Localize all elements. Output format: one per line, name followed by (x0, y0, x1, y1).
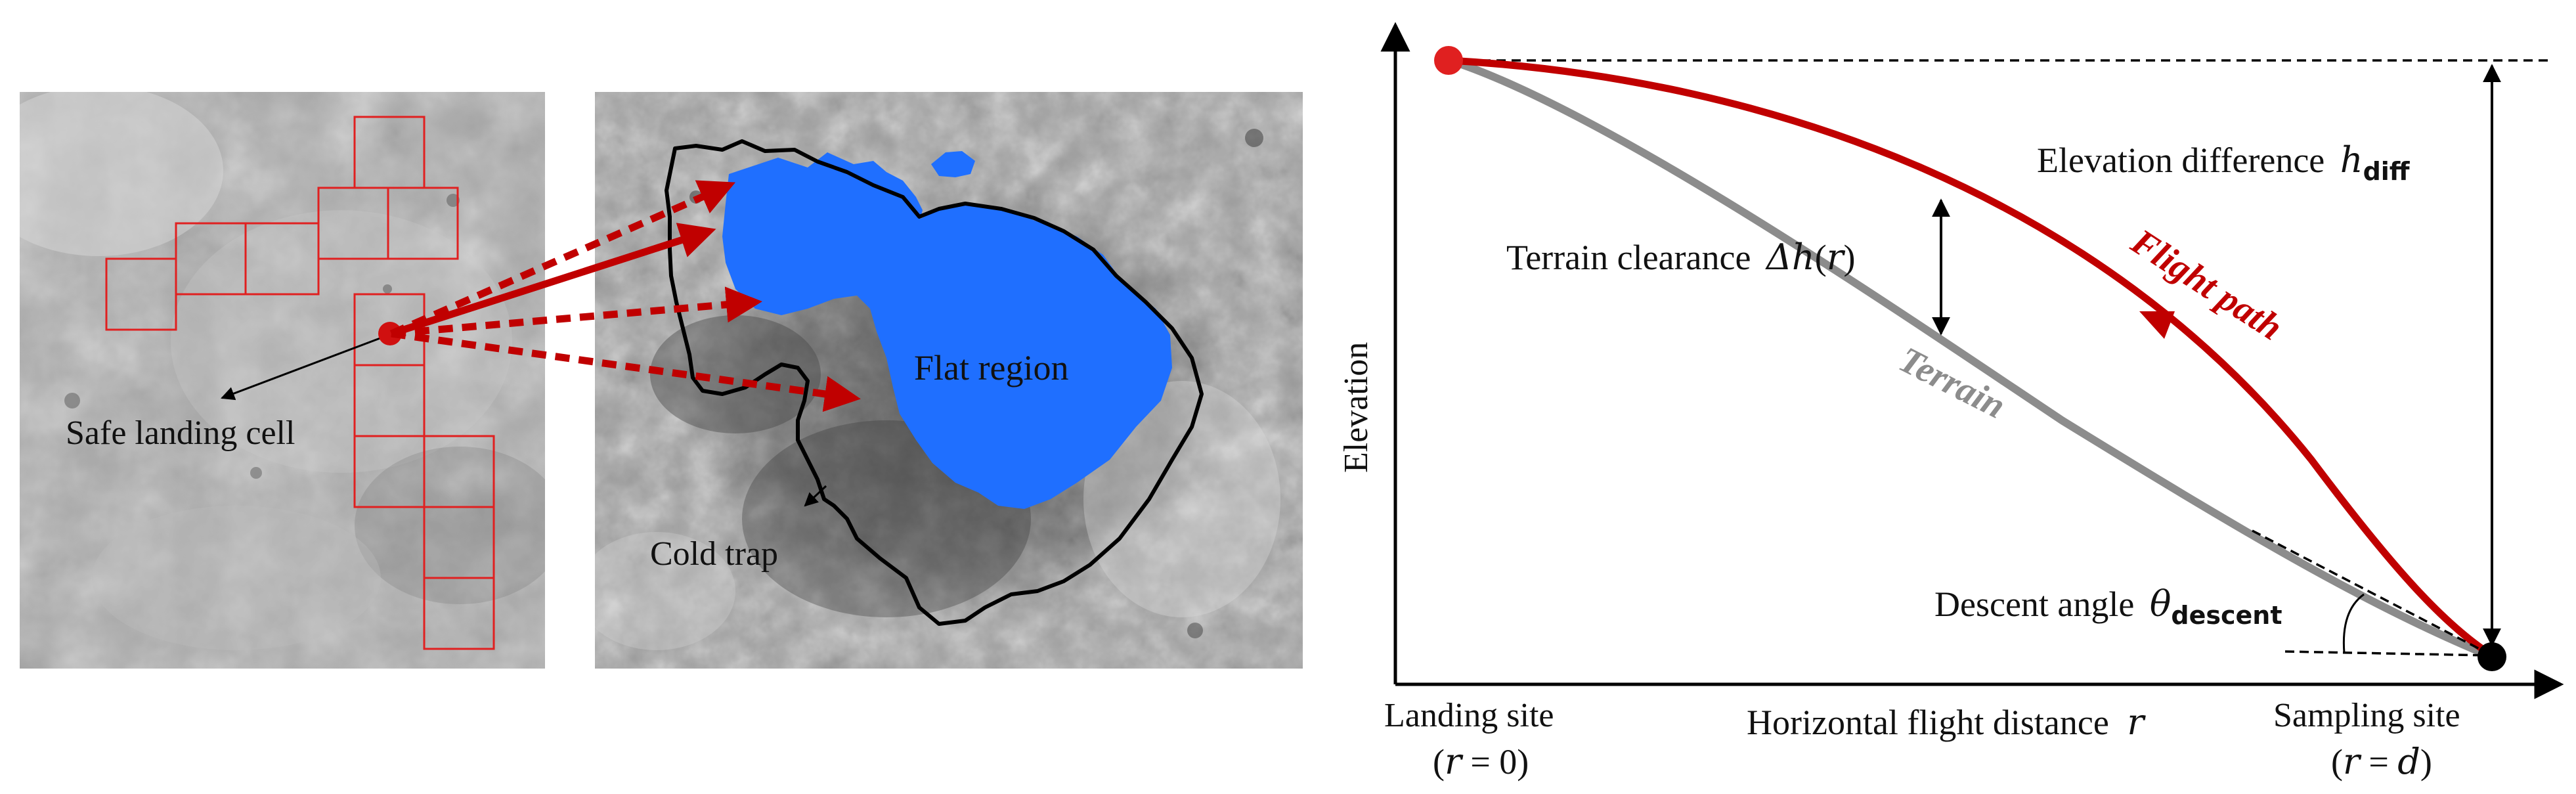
landing-site-label: Landing site (1384, 697, 1554, 734)
sampling-site-dot (2478, 642, 2506, 671)
elevation-diff-label: Elevation difference hdiff (2037, 139, 2411, 186)
terrain-label: Terrain (1892, 339, 2012, 426)
flight-path-arrowhead (2139, 311, 2175, 339)
descent-tangent-line (2252, 529, 2493, 657)
flight-path-label: Flight path (2124, 221, 2290, 348)
descent-angle-label: Descent angle θdescent (1934, 583, 2282, 630)
flat-region-small (931, 151, 975, 177)
sampling-site-cond: (r = d) (2331, 741, 2432, 782)
terrain-clearance-label: Terrain clearance Δh(r) (1506, 236, 1856, 278)
landing-site-dot (1434, 46, 1463, 75)
trajectory-arrow-dashed-3 (391, 330, 861, 412)
y-axis-label: Elevation (1338, 342, 1375, 473)
descent-base-line (2284, 650, 2489, 657)
trajectory-arrows (389, 180, 861, 412)
flat-region (722, 152, 1172, 509)
right-schematic: Elevation Horizontal flight distance r L… (1338, 22, 2564, 782)
x-axis-label-group: Horizontal flight distance r (1747, 701, 2146, 743)
cold-trap-pointer (804, 485, 827, 507)
landing-site-cond: (r = 0) (1433, 741, 1529, 782)
trajectory-arrow-dashed-2 (391, 286, 762, 338)
left-lunar-panel (20, 92, 545, 669)
safe-landing-pointer (221, 334, 389, 401)
cold-trap-label: Cold trap (650, 535, 778, 573)
x-axis-label: Horizontal flight distance (1747, 703, 2109, 742)
trajectory-arrow-solid (390, 223, 716, 338)
cold-trap-boundary (665, 139, 1204, 626)
sampling-site-label: Sampling site (2273, 697, 2460, 734)
trajectory-arrow-dashed-1 (389, 180, 736, 338)
safe-landing-label: Safe landing cell (66, 414, 295, 452)
grid-cells (105, 116, 495, 650)
descent-angle-arc (2342, 593, 2365, 653)
x-axis-symbol: r (2127, 701, 2146, 743)
terrain-curve (1446, 56, 2493, 659)
flat-region-label: Flat region (914, 348, 1068, 387)
